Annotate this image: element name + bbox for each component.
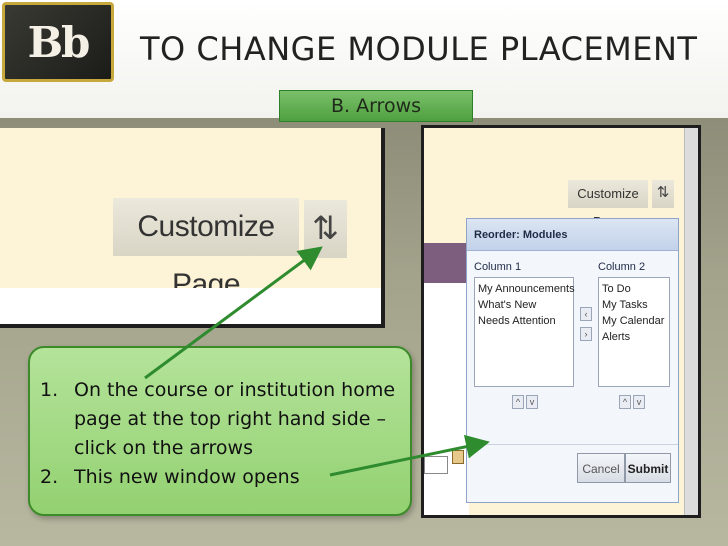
instruction-step: 1. On the course or institution home pag… [40,376,410,463]
instruction-step: 2. This new window opens [40,463,410,492]
page-body [424,283,469,515]
step-text: On the course or institution home page a… [74,379,396,459]
move-right-button[interactable]: › [580,327,592,341]
list-item[interactable]: My Calendar [602,315,665,327]
column-2-list[interactable]: To Do My Tasks My Calendar Alerts [598,277,670,387]
left-screenshot: Customize Page ⇅ [0,128,385,328]
customize-page-button[interactable]: Customize Page [113,198,299,301]
move-left-button[interactable]: ‹ [580,307,592,321]
step-text: This new window opens [74,466,300,488]
cancel-button[interactable]: Cancel [577,453,625,483]
list-item[interactable]: To Do [602,283,631,295]
column-2-label: Column 2 [598,261,646,273]
instruction-callout: 1. On the course or institution home pag… [28,346,412,516]
nav-strip [424,243,466,283]
scrollbar[interactable] [684,128,698,515]
instruction-list: 1. On the course or institution home pag… [40,376,410,492]
logo-text: Bb [27,17,91,67]
list-item[interactable]: Needs Attention [478,315,556,327]
list-item[interactable]: Alerts [602,331,631,343]
reorder-arrows-icon-small[interactable]: ⇅ [652,180,674,208]
reorder-modules-window: Reorder: Modules Column 1 My Announcemen… [466,218,679,503]
reorder-window-title: Reorder: Modules [467,219,678,251]
submit-button[interactable]: Submit [625,453,671,483]
date-input[interactable] [424,456,448,474]
step-number: 1. [40,379,59,401]
step-number: 2. [40,466,59,488]
calendar-icon[interactable] [452,450,464,464]
column-1-label: Column 1 [474,261,522,273]
col2-up-button[interactable]: ^ [619,395,631,409]
reorder-arrows-icon[interactable]: ⇅ [304,200,347,258]
list-item[interactable]: My Announcements [478,283,575,295]
content-area [0,288,381,324]
col1-up-button[interactable]: ^ [512,395,524,409]
divider [467,444,678,445]
subtitle-badge: B. Arrows [279,90,473,122]
right-screenshot: Customize Page ⇅ Reorder: Modules Column… [421,125,701,518]
slide-title: TO CHANGE MODULE PLACEMENT [140,30,698,68]
list-item[interactable]: My Tasks [602,299,648,311]
customize-page-button-small[interactable]: Customize Page [568,180,648,229]
col1-down-button[interactable]: v [526,395,538,409]
col2-down-button[interactable]: v [633,395,645,409]
column-1-list[interactable]: My Announcements What's New Needs Attent… [474,277,575,387]
blackboard-logo: Bb [2,2,114,82]
list-item[interactable]: What's New [478,299,537,311]
